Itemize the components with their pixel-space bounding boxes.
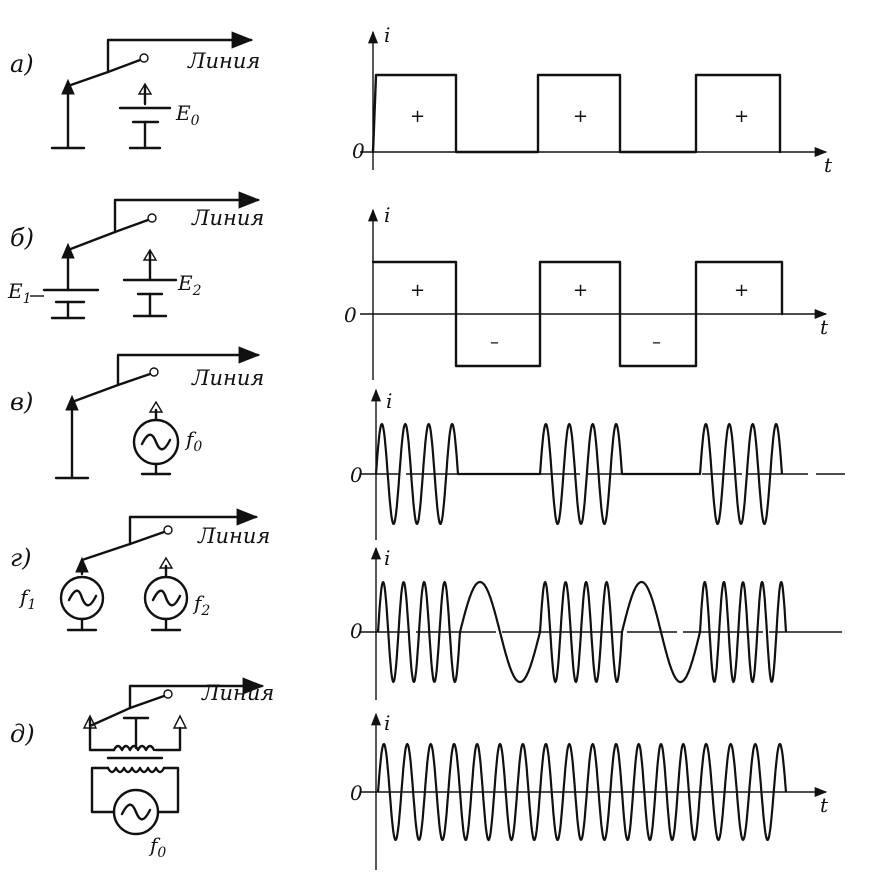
- source-label-f0: f0: [184, 427, 202, 455]
- primary-leads: [90, 766, 180, 814]
- switch-blade-v: [116, 372, 152, 387]
- sine-icon: [67, 589, 98, 607]
- origin-label-b: 0: [344, 303, 357, 327]
- axis-label-t-b: t: [820, 315, 829, 339]
- terminal-arrow-d2: [172, 714, 188, 729]
- switch-blade-a: [106, 58, 142, 74]
- source-label-f2: f2: [192, 591, 210, 619]
- terminal-arrow-g: [158, 556, 174, 569]
- pulse-sign-b-1: +: [410, 280, 425, 301]
- axis-label-t-a: t: [824, 153, 833, 177]
- axis-label-i-g: i: [384, 546, 390, 570]
- contact-a: [139, 53, 149, 63]
- switch-blade-g: [128, 530, 166, 546]
- secondary-winding: [112, 744, 156, 752]
- contact-v: [149, 367, 159, 377]
- pulse-sign-a-1: +: [410, 106, 425, 127]
- sine-icon: [120, 803, 152, 821]
- origin-label-g: 0: [350, 619, 363, 643]
- circuit-a: а) Линия E0: [10, 31, 260, 150]
- line-label-b: Линия: [191, 206, 264, 230]
- row-letter-g: г): [10, 544, 32, 572]
- axis-label-t-d: t: [820, 793, 829, 817]
- waveform-g: [376, 580, 788, 684]
- sine-icon: [140, 433, 172, 451]
- row-letter-d: д): [10, 720, 35, 748]
- row-letter-v: в): [10, 388, 33, 416]
- axis-label-i-a: i: [384, 23, 390, 47]
- primary-winding: [106, 766, 166, 774]
- row-letter-b: б): [10, 224, 34, 252]
- waveform-d: [376, 742, 788, 842]
- switch-blade-d: [128, 694, 166, 710]
- circuit-v: в) Линия f0: [10, 346, 264, 480]
- contact-d: [163, 689, 173, 699]
- origin-label-a: 0: [352, 139, 365, 163]
- source-label-E1: E1: [7, 279, 32, 307]
- circuit-b: б) Линия E1 E2: [7, 191, 264, 320]
- contact-g: [163, 525, 173, 535]
- pivot-arrow-v: [65, 394, 79, 411]
- waveform-b: [371, 260, 784, 368]
- origin-label-d: 0: [350, 781, 363, 805]
- pulse-sign-a-3: +: [734, 106, 749, 127]
- axis-label-i-d: i: [384, 711, 390, 735]
- source-label-f1: f1: [18, 585, 36, 613]
- terminal-arrow-v: [148, 400, 164, 413]
- graph-a: i 0 t + + +: [352, 23, 833, 177]
- circuit-g: г) Линия f1 f2: [10, 508, 270, 632]
- waveform-a: [371, 73, 782, 154]
- source-label-E2: E2: [177, 271, 202, 299]
- center-tap: [122, 716, 150, 750]
- secondary-leads: [88, 726, 182, 752]
- pulse-sign-b-5: +: [734, 280, 749, 301]
- waveform-v: [374, 422, 784, 525]
- terminal-arrow-b: [142, 248, 158, 261]
- row-letter-a: а): [10, 50, 34, 78]
- circuit-d: д) Линия f0: [10, 677, 274, 861]
- sine-icon: [151, 589, 182, 607]
- axis-label-i-v: i: [386, 389, 392, 413]
- source-label-E0: E0: [175, 101, 200, 129]
- line-label-v: Линия: [191, 366, 264, 390]
- graph-g: i 0: [350, 546, 842, 700]
- line-label-a: Линия: [187, 49, 260, 73]
- terminal-arrow-a: [137, 82, 153, 95]
- pivot-arrow-a: [61, 78, 75, 95]
- axis-label-i-b: i: [384, 203, 390, 227]
- source-label-f0-d: f0: [148, 833, 166, 861]
- ac-generator-f0-d: [112, 788, 160, 836]
- line-label-g: Линия: [197, 524, 270, 548]
- pivot-arrow-b: [61, 242, 75, 259]
- graph-d: i 0 t: [350, 711, 829, 870]
- pulse-sign-b-4: –: [652, 332, 661, 353]
- graph-b: i 0 t + – + – +: [344, 203, 829, 380]
- pulse-sign-b-2: –: [490, 332, 499, 353]
- pivot-arrow-g: [75, 556, 89, 573]
- pulse-sign-a-2: +: [573, 106, 588, 127]
- contact-b: [147, 213, 157, 223]
- switch-blade-b: [113, 218, 150, 234]
- line-label-d: Линия: [201, 681, 274, 705]
- graph-v: i 0: [350, 388, 845, 540]
- origin-label-v: 0: [350, 463, 363, 487]
- pulse-sign-b-3: +: [573, 280, 588, 301]
